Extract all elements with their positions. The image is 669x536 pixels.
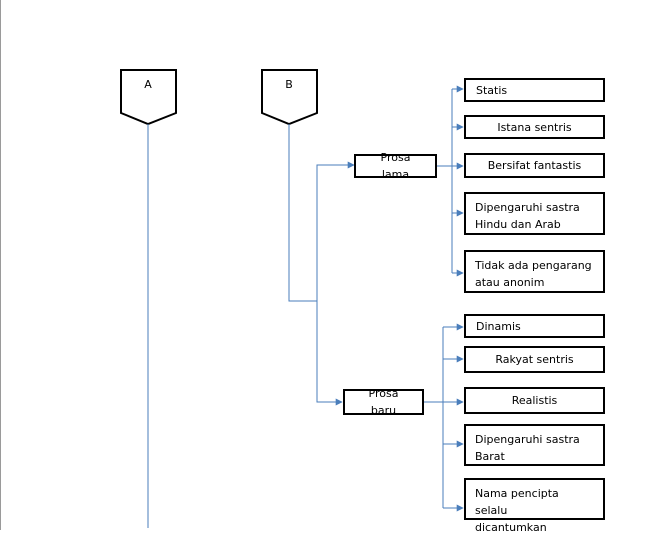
- node-hindu-arab: Dipengaruhi sastra Hindu dan Arab: [464, 192, 605, 235]
- node-rakyat-sentris: Rakyat sentris: [464, 346, 605, 373]
- node-barat-line2: Barat: [475, 450, 505, 463]
- node-realistis-label: Realistis: [511, 394, 558, 407]
- node-prosa-lama-label: Prosa lama: [380, 151, 411, 181]
- node-dicantumkan-line2: dicantumkan: [475, 521, 547, 534]
- label-a: A: [144, 78, 152, 91]
- page-edge: [0, 0, 1, 530]
- line-b-to-prosa-baru: [316, 301, 343, 406]
- pentagon-a: [120, 69, 177, 126]
- node-hindu-arab-line1: Dipengaruhi sastra: [475, 201, 580, 214]
- node-istana-sentris: Istana sentris: [464, 115, 605, 139]
- node-bersifat-fantastis-label: Bersifat fantastis: [487, 159, 582, 172]
- node-prosa-baru-label: Prosa baru: [368, 387, 399, 417]
- node-hindu-arab-line2: Hindu dan Arab: [475, 218, 561, 231]
- node-istana-sentris-label: Istana sentris: [497, 120, 572, 134]
- node-prosa-lama: Prosa lama: [354, 151, 437, 181]
- node-anonim: Tidak ada pengarang atau anonim: [464, 250, 605, 293]
- node-prosa-baru: Prosa baru: [343, 387, 424, 417]
- node-statis-label: Statis: [476, 83, 508, 97]
- label-b: B: [285, 78, 293, 91]
- node-dinamis-label: Dinamis: [476, 319, 521, 333]
- pentagon-b: [261, 69, 318, 126]
- node-dicantumkan-line1: Nama pencipta selalu: [475, 487, 559, 517]
- node-rakyat-sentris-label: Rakyat sentris: [495, 353, 574, 366]
- line-b-to-prosa-lama: [316, 161, 355, 301]
- node-barat: Dipengaruhi sastra Barat: [464, 424, 605, 466]
- node-dinamis: Dinamis: [464, 314, 605, 338]
- node-realistis: Realistis: [464, 387, 605, 414]
- node-anonim-line1: Tidak ada pengarang: [475, 259, 592, 272]
- line-b-stem: [288, 124, 317, 302]
- node-bersifat-fantastis: Bersifat fantastis: [464, 153, 605, 178]
- node-statis: Statis: [464, 78, 605, 102]
- node-barat-line1: Dipengaruhi sastra: [475, 433, 580, 446]
- node-dicantumkan: Nama pencipta selalu dicantumkan: [464, 478, 605, 534]
- node-anonim-line2: atau anonim: [475, 276, 545, 289]
